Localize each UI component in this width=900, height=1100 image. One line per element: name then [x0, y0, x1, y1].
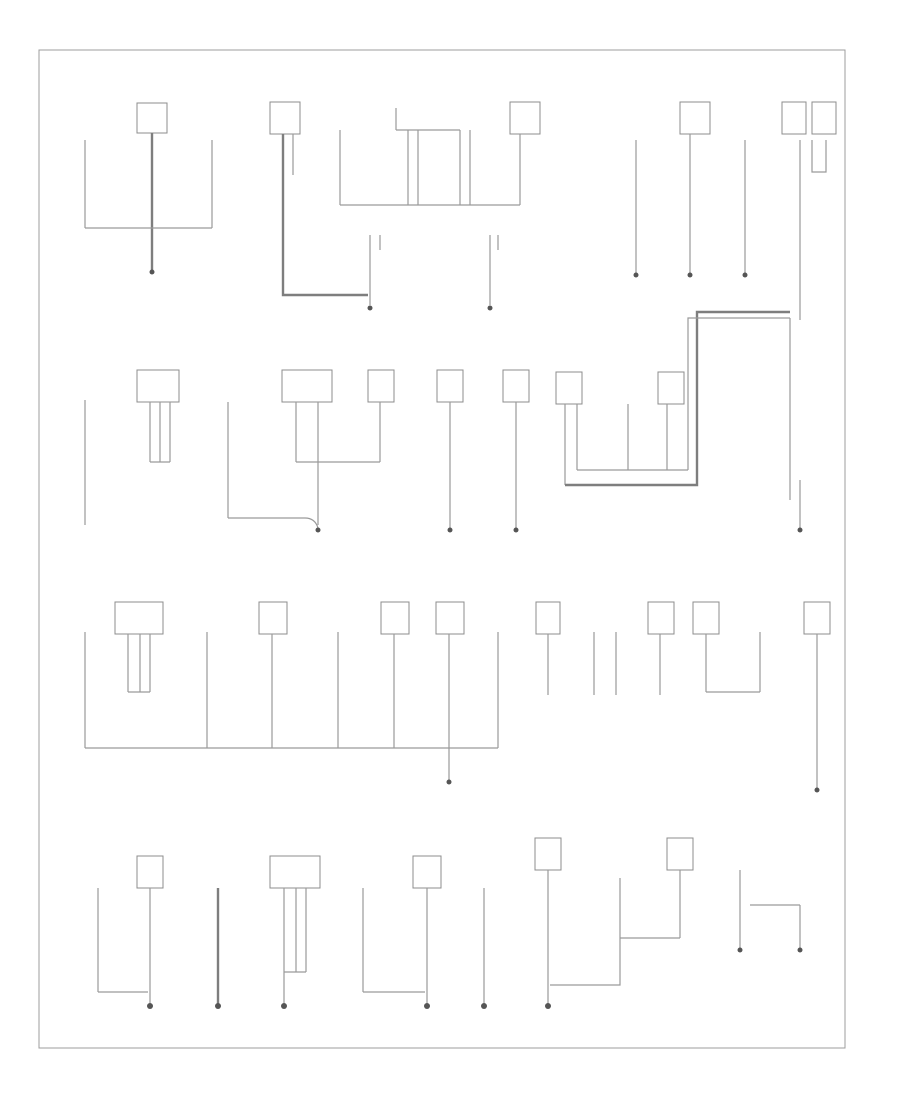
row-1-circuits — [84, 101, 837, 320]
ground-symbol — [149, 269, 155, 275]
ground-symbol — [814, 787, 820, 793]
ground-symbol — [315, 527, 321, 533]
ground-symbol — [633, 272, 639, 278]
ground-symbol — [797, 527, 803, 533]
ground-symbol — [215, 1003, 221, 1009]
ground-symbol — [367, 305, 373, 311]
ground-symbol — [424, 1003, 430, 1009]
ground-symbol — [147, 1003, 153, 1009]
ground-symbol — [742, 272, 748, 278]
row-4-circuits — [97, 837, 803, 1009]
ground-symbol — [281, 1003, 287, 1009]
ground-symbol — [487, 305, 493, 311]
ground-symbol — [737, 947, 743, 953]
row-3-circuits — [84, 601, 831, 793]
ground-symbol — [447, 527, 453, 533]
ground-symbol — [545, 1003, 551, 1009]
ground-symbol — [797, 947, 803, 953]
ground-symbol — [481, 1003, 487, 1009]
ground-symbol — [513, 527, 519, 533]
row-2-circuits — [84, 310, 803, 533]
diagram-frame — [38, 49, 846, 1049]
ground-symbol — [687, 272, 693, 278]
ground-symbol — [446, 779, 452, 785]
